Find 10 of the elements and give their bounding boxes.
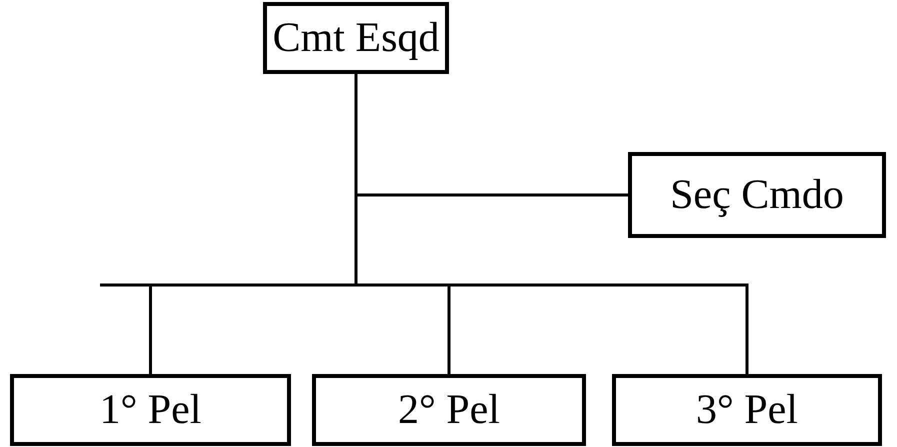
unit-label: 3° Pel [696,389,798,431]
unit-box [628,152,886,238]
unit-box [263,2,449,74]
unit-label: Seç Cmdo [670,174,844,216]
unit-box [612,374,882,446]
unit-label: 1° Pel [100,389,202,431]
unit-box [10,374,291,446]
unit-box [312,374,586,446]
unit-label: 2° Pel [398,389,500,431]
unit-label: Cmt Esqd [272,17,440,59]
